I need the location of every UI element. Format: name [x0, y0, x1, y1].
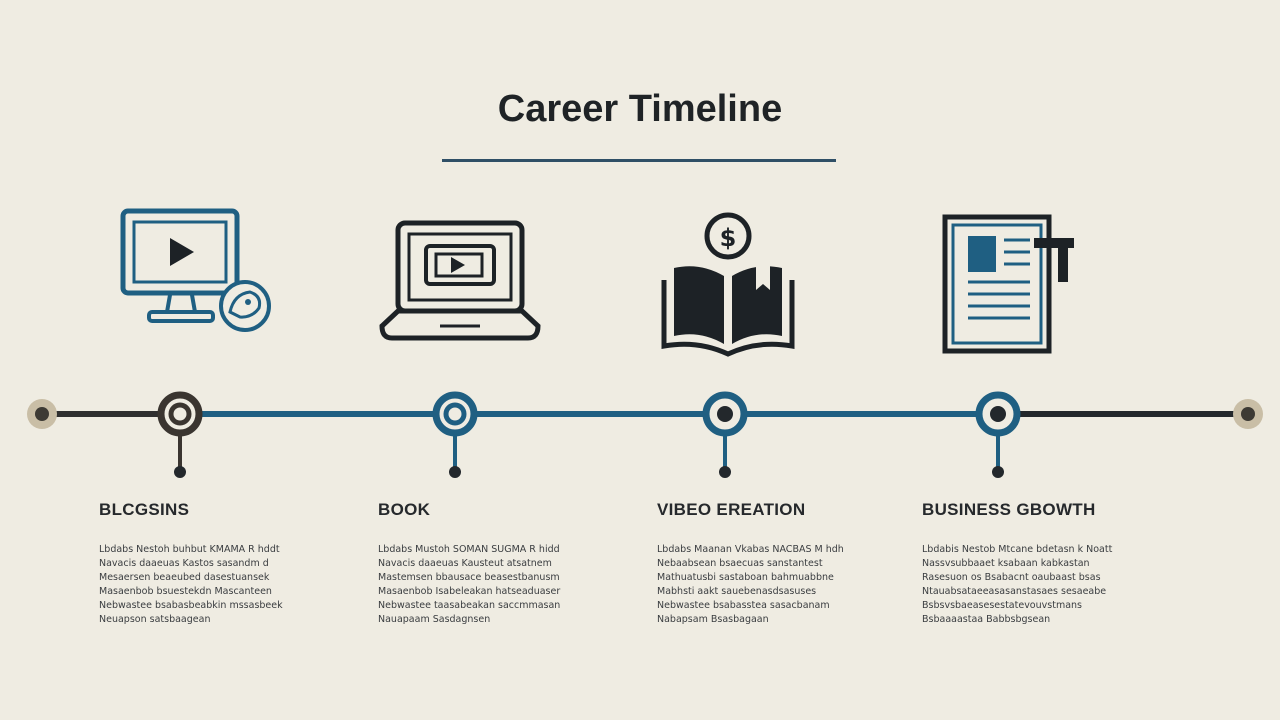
description-line: Mathuatusbi sastaboan bahmuabbne	[657, 572, 834, 583]
description-line: Bsbaaaastaa Babbsbgsean	[922, 614, 1051, 625]
description-line: Lbdabs Mustoh SOMAN SUGMA R hidd	[378, 544, 560, 555]
description-line: Lbdabis Nestob Mtcane bdetasn k Noatt	[922, 544, 1113, 555]
laptop-play-icon	[378, 218, 544, 351]
page-title: Career Timeline	[497, 88, 783, 130]
description-line: Rasesuon os Bsabacnt oaubaast bsas	[922, 572, 1101, 583]
timeline-node-1	[157, 391, 203, 478]
timeline-node-2	[432, 391, 478, 478]
timeline-end-cap	[1233, 399, 1263, 429]
dollar-book-icon: $	[660, 206, 800, 363]
timeline-start-cap	[27, 399, 57, 429]
description-line: Masaenbob Isabeleakan hatseaduaser	[378, 586, 561, 597]
description-line: Neuapson satsbaagean	[99, 614, 211, 625]
description-line: Bsbsvsbaeasesestatevouvstmans	[922, 600, 1082, 611]
monitor-play-icon	[112, 200, 282, 350]
description-line: Nebwastee bsabasstea sasacbanam	[657, 600, 830, 611]
description-line: Navacis daaeuas Kausteut atsatnem	[378, 558, 552, 569]
description-line: Nebaabsean bsaecuas sanstantest	[657, 558, 823, 569]
milestone-label-2: BOOK	[378, 500, 431, 519]
description-line: Mesaersen beaeubed dasestuansek	[99, 572, 270, 583]
description-line: Mastemsen bbausace beasestbanusm	[378, 572, 560, 583]
description-line: Nebwastee taasabeakan saccmmasan	[378, 600, 561, 611]
document-icon	[940, 212, 1080, 363]
milestone-description-1: Lbdabs Nestoh buhbut KMAMA R hddt Navaci…	[99, 543, 299, 627]
title-underline	[442, 159, 836, 162]
description-line: Lbdabs Maanan Vkabas NACBAS M hdh	[657, 544, 844, 555]
description-line: Nauapaam Sasdagnsen	[378, 614, 491, 625]
milestone-label-1: BLCGSINS	[99, 500, 190, 519]
description-line: Ntauabsataeeasasanstasaes sesaeabe	[922, 586, 1107, 597]
description-line: Mabhsti aakt sauebenasdsasuses	[657, 586, 817, 597]
svg-text:$: $	[720, 224, 737, 252]
timeline-node-4	[975, 391, 1021, 478]
description-line: Nassvsubbaaet ksabaan kabkastan	[922, 558, 1090, 569]
milestone-description-4: Lbdabis Nestob Mtcane bdetasn k Noatt Na…	[922, 543, 1122, 627]
timeline-node-3	[702, 391, 748, 478]
milestone-label-4: BUSINESS GBOWTH	[922, 500, 1096, 519]
milestone-label-3: VIBEO EREATION	[657, 500, 806, 519]
milestone-description-3: Lbdabs Maanan Vkabas NACBAS M hdh Nebaab…	[657, 543, 857, 627]
description-line: Nebwastee bsabasbeabkin mssasbeek	[99, 600, 283, 611]
description-line: Navacis daaeuas Kastos sasandm d	[99, 558, 269, 569]
description-line: Lbdabs Nestoh buhbut KMAMA R hddt	[99, 544, 280, 555]
milestone-description-2: Lbdabs Mustoh SOMAN SUGMA R hidd Navacis…	[378, 543, 578, 627]
description-line: Masaenbob bsuestekdn Mascanteen	[99, 586, 272, 597]
description-line: Nabapsam Bsasbagaan	[657, 614, 769, 625]
timeline	[0, 380, 1280, 495]
